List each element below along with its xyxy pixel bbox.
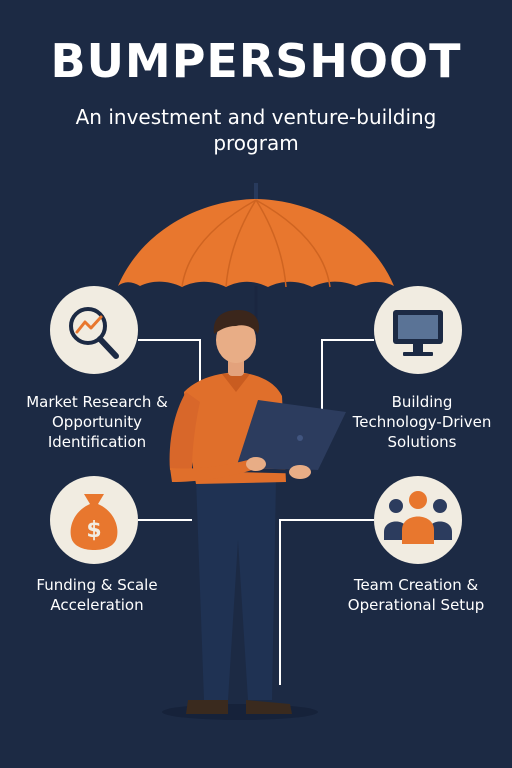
page-title: BUMPERSHOOT [50, 34, 462, 88]
umbrella-icon [118, 183, 394, 340]
team-icon [384, 491, 452, 544]
label-funding: Funding & Scale Acceleration [36, 576, 158, 614]
label-market-research: Market Research & Opportunity Identifica… [26, 393, 168, 451]
magnifier-chart-icon [69, 307, 119, 359]
laptop-logo [297, 435, 303, 441]
funding-icon-circle: $ [50, 476, 138, 564]
person-illustration [162, 310, 346, 720]
dollar-sign: $ [86, 518, 101, 543]
label-technology: Building Technology-Driven Solutions [352, 393, 492, 451]
team-icon-circle [374, 476, 462, 564]
connector-team [279, 519, 374, 685]
money-bag-icon: $ [70, 494, 118, 550]
monitor-icon [393, 310, 443, 356]
technology-icon-circle [374, 286, 462, 374]
page-subtitle: An investment and venture-building progr… [75, 105, 437, 155]
connector-tech [321, 339, 374, 412]
connector-lines [138, 339, 374, 685]
label-team: Team Creation & Operational Setup [347, 576, 485, 614]
market-research-icon-circle [50, 286, 138, 374]
connector-market [138, 339, 201, 382]
